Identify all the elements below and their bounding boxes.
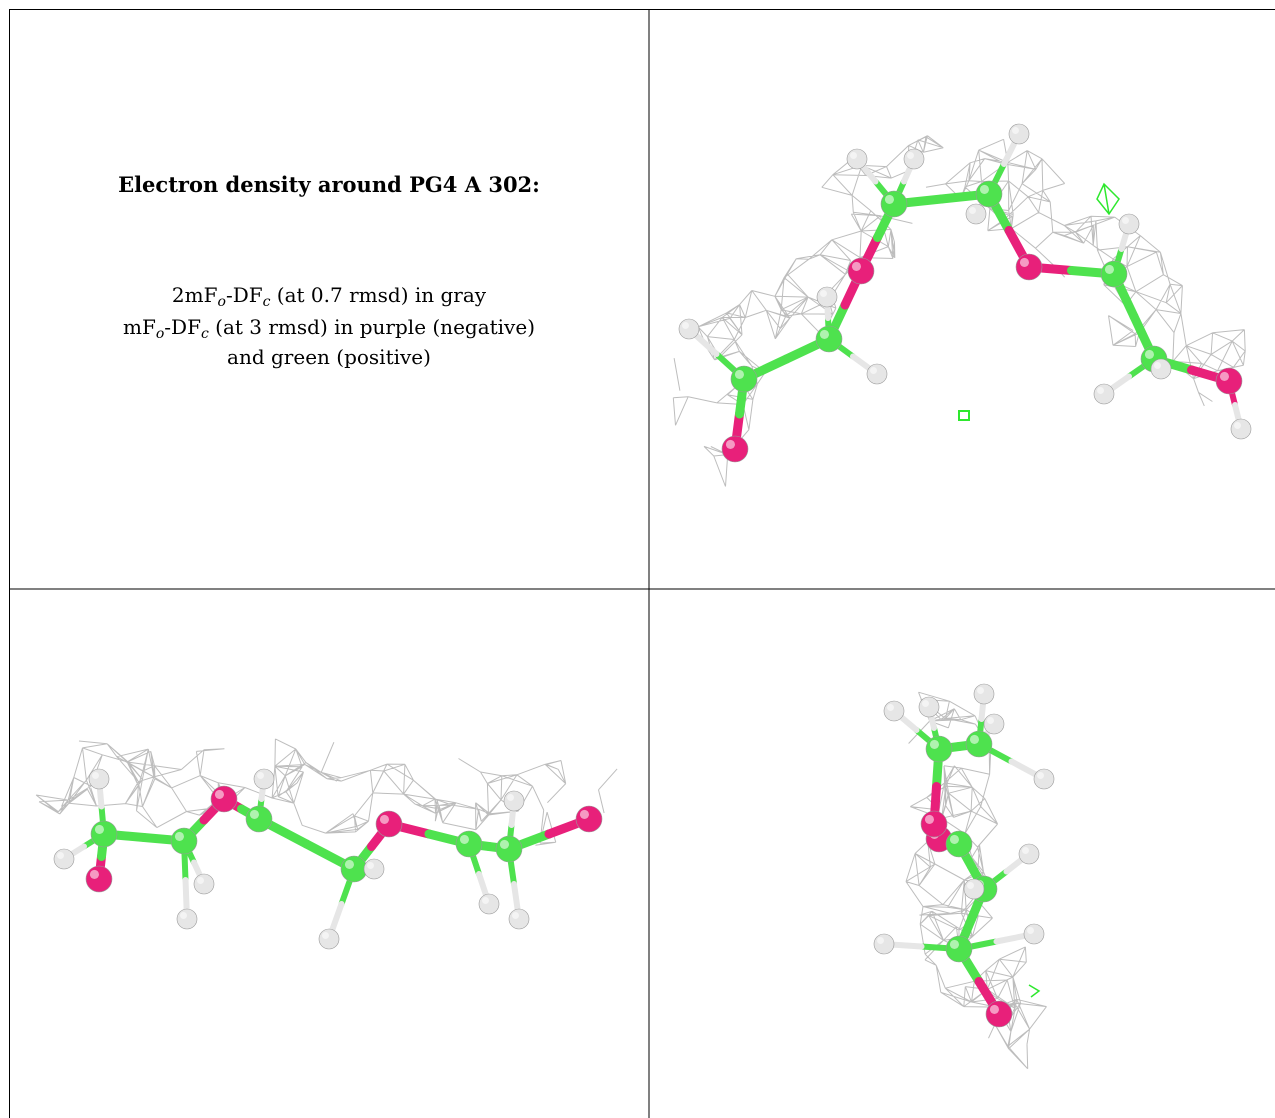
caption-line-2mfo: 2mFo-DFc (at 0.7 rmsd) in gray <box>9 283 649 310</box>
atom-highlight <box>459 834 470 844</box>
caption-line1-mid: -DF <box>225 283 263 307</box>
atom-highlight <box>1027 927 1034 934</box>
caption-line-positive: and green (positive) <box>227 345 431 369</box>
density-mesh <box>35 738 618 846</box>
atom-highlight <box>367 862 374 869</box>
atom-highlight <box>979 184 989 194</box>
atom-highlight <box>214 789 224 799</box>
atom-highlight <box>249 809 259 819</box>
atom-highlight <box>89 869 99 879</box>
atom-highlight <box>1144 349 1154 360</box>
atoms <box>53 768 603 950</box>
molecule-view-top-right <box>672 123 1252 487</box>
atom-highlight <box>851 261 861 271</box>
atom-highlight <box>969 734 979 744</box>
figure-table: Electron density around PG4 A 302: 2mFo-… <box>9 9 1275 1118</box>
atom-highlight <box>579 809 589 819</box>
atom-highlight <box>1234 422 1241 429</box>
caption-line2-sub-o: o <box>155 326 165 342</box>
caption-line2-suffix: (at 3 rmsd) in purple (negative) <box>208 315 535 339</box>
atom-highlight <box>257 772 264 779</box>
atom-highlight <box>344 859 355 869</box>
atom-highlight <box>94 824 104 834</box>
atom-highlight <box>870 367 877 374</box>
atom-highlight <box>850 152 857 159</box>
atom-highlight <box>820 290 827 297</box>
atom-highlight <box>924 814 934 824</box>
atom-highlight <box>969 207 976 214</box>
caption-line1-prefix: 2mF <box>171 283 218 307</box>
atom-highlight <box>57 852 64 859</box>
atom-highlight <box>197 877 204 884</box>
caption-line-mfo: mFo-DFc (at 3 rmsd) in purple (negative) <box>9 315 649 342</box>
caption-cell: Electron density around PG4 A 302: 2mFo-… <box>9 9 649 589</box>
positive-density-blob <box>1096 182 1120 216</box>
atom-highlight <box>1012 127 1019 134</box>
caption-line2-mid: -DF <box>164 315 201 339</box>
atom-highlight <box>725 439 735 450</box>
atom-highlight <box>92 772 99 779</box>
caption-line1-suffix: (at 0.7 rmsd) in gray <box>270 283 487 307</box>
atom-highlight <box>989 1004 999 1014</box>
atom-highlight <box>1097 387 1104 394</box>
atom-highlight <box>929 739 939 749</box>
atom-highlight <box>174 831 184 841</box>
atoms <box>873 683 1055 1028</box>
atom-highlight <box>877 937 884 944</box>
atom-highlight <box>682 322 689 329</box>
atom-highlight <box>499 839 510 849</box>
atom-highlight <box>180 912 187 919</box>
caption-line1-sub-c: c <box>262 294 271 310</box>
atom-highlight <box>1219 371 1229 382</box>
atom-highlight <box>1037 772 1044 779</box>
atom-highlight <box>907 152 914 159</box>
caption-line1-sub-o: o <box>217 294 226 310</box>
atom-highlight <box>507 794 514 801</box>
atom-highlight <box>949 939 959 949</box>
molecule-view-bottom-right <box>873 683 1055 1070</box>
atom-highlight <box>1122 217 1129 224</box>
positive-density-blob <box>958 410 970 421</box>
atom-highlight <box>884 194 894 204</box>
atom-highlight <box>922 700 929 707</box>
atom-highlight <box>987 717 994 724</box>
molecule-view-bottom-left <box>35 738 618 950</box>
atom-highlight <box>1019 257 1029 267</box>
caption-title: Electron density around PG4 A 302: <box>118 172 540 197</box>
atom-highlight <box>1154 362 1161 369</box>
atom-highlight <box>1022 847 1029 854</box>
caption-line2-prefix: mF <box>123 315 156 339</box>
positive-density-blob <box>1028 984 1041 998</box>
caption-line2-sub-c: c <box>200 326 209 342</box>
atom-highlight <box>949 834 959 844</box>
atom-highlight <box>482 897 489 904</box>
atom-highlight <box>512 912 519 919</box>
density-mesh-lines <box>35 738 618 846</box>
atom-highlight <box>1104 264 1114 274</box>
atoms <box>678 123 1252 463</box>
atom-highlight <box>887 704 894 711</box>
atom-highlight <box>734 369 744 380</box>
atom-highlight <box>819 329 829 340</box>
atom-highlight <box>977 687 984 694</box>
atom-highlight <box>967 882 974 889</box>
atom-highlight <box>379 814 390 824</box>
table-borders <box>9 9 1275 1118</box>
atom-highlight <box>322 932 329 939</box>
